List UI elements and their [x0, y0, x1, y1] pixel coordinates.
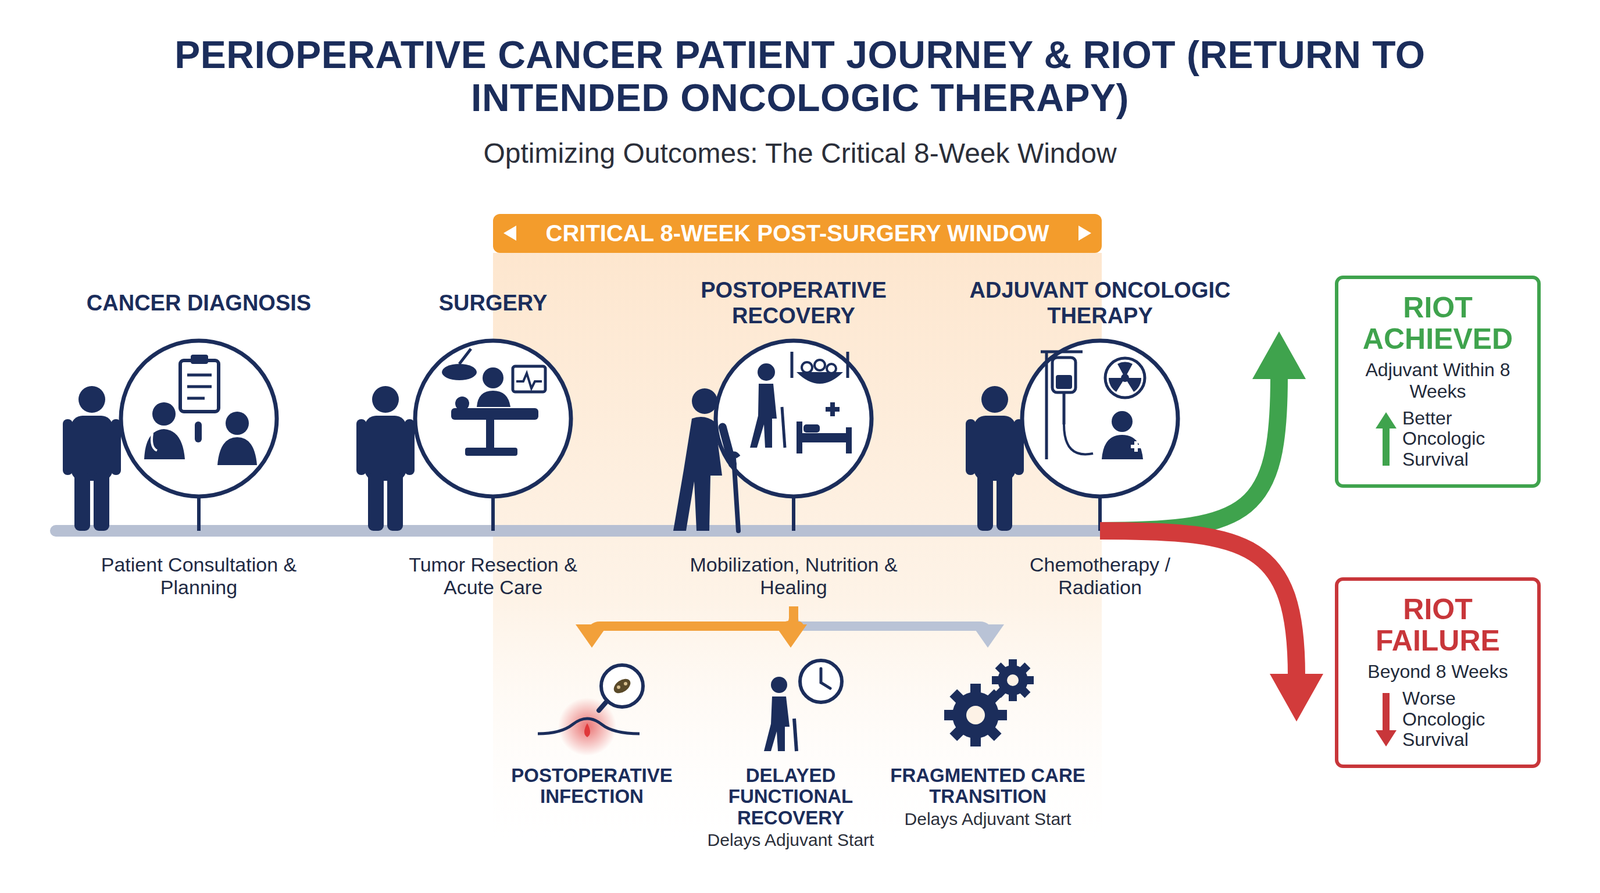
banner-text: CRITICAL 8-WEEK POST-SURGERY WINDOW [545, 220, 1050, 247]
banner-node: CRITICAL 8-WEEK POST-SURGERY WINDOW [493, 213, 1102, 253]
arrow-head [1269, 673, 1324, 722]
stage-sublabel: Chemotherapy / Radiation [989, 553, 1211, 600]
connector [774, 606, 807, 648]
complication-icons [537, 659, 1034, 756]
stage-circle [117, 337, 281, 500]
stems [198, 498, 1100, 531]
stage-icons [144, 348, 1145, 466]
outcome-curve [1100, 530, 1297, 677]
stage-heading: ADJUVANT ONCOLOGIC THERAPY [960, 273, 1240, 334]
banner-arrow [502, 224, 518, 242]
arrow-head [774, 624, 807, 648]
outcome-body: Beyond 8 Weeks [1359, 661, 1517, 683]
stage-sublabel: Patient Consultation & Planning [88, 553, 310, 600]
outcome-effect: Better Oncologic Survival [1402, 408, 1502, 471]
banner-arrow [1077, 224, 1093, 242]
comp-node: POSTOPERATIVE INFECTION [493, 651, 691, 808]
timeline [55, 525, 1100, 537]
arrow-head [1252, 331, 1306, 380]
arrow-head [575, 624, 609, 648]
subtitle: Optimizing Outcomes: The Critical 8-Week… [218, 137, 1382, 170]
stage-node: CANCER DIAGNOSISPatient Consultation & P… [59, 273, 339, 531]
outcome-node: RIOT ACHIEVEDAdjuvant Within 8 WeeksBett… [1334, 275, 1541, 488]
stage-heading: CANCER DIAGNOSIS [59, 273, 339, 334]
arrow-head [1078, 225, 1092, 241]
window-region [493, 252, 1102, 838]
outcome-body: Adjuvant Within 8 Weeks [1359, 359, 1517, 403]
branch-line [793, 606, 988, 635]
arrow-shape [1375, 412, 1397, 466]
outcome-row: Worse Oncologic Survival [1348, 688, 1527, 751]
up-arrow [1374, 411, 1398, 467]
connector [575, 606, 794, 648]
circle-outline [1022, 340, 1178, 497]
circle-outline [415, 340, 571, 497]
complication-heading: FRAGMENTED CARE TRANSITION [888, 765, 1087, 808]
comp-node: FRAGMENTED CARE TRANSITIONDelays Adjuvan… [888, 651, 1087, 830]
arrow-shape [1375, 693, 1397, 747]
circle-outline [120, 340, 277, 497]
complication-note: Delays Adjuvant Start [888, 808, 1087, 830]
arrow-head [971, 624, 1005, 648]
stage-heading: SURGERY [353, 273, 633, 334]
outcome-heading: RIOT ACHIEVED [1348, 291, 1527, 355]
down-arrow [1374, 691, 1398, 748]
outcome-effect: Worse Oncologic Survival [1402, 688, 1502, 751]
stage-sublabel: Tumor Resection & Acute Care [382, 553, 604, 600]
stage-circle [411, 337, 575, 500]
complication-heading: DELAYED FUNCTIONAL RECOVERY [691, 765, 890, 829]
outcome-curve [1100, 376, 1280, 531]
stage-heading: POSTOPERATIVE RECOVERY [654, 273, 934, 334]
outcome-heading: RIOT FAILURE [1348, 593, 1527, 657]
stage-sublabel: Mobilization, Nutrition & Healing [683, 553, 905, 600]
stage-node: ADJUVANT ONCOLOGIC THERAPYChemotherapy /… [960, 273, 1240, 531]
comp-node: DELAYED FUNCTIONAL RECOVERYDelays Adjuva… [691, 651, 890, 851]
stage-circle [1018, 337, 1182, 500]
diagram-title: PERIOPERATIVE CANCER PATIENT JOURNEY & R… [160, 33, 1440, 120]
stage-node: POSTOPERATIVE RECOVERYMobilization, Nutr… [654, 273, 934, 531]
branch-line [591, 606, 794, 635]
connector [793, 606, 1005, 648]
circle-outline [715, 340, 872, 497]
complication-heading: POSTOPERATIVE INFECTION [493, 765, 691, 808]
complication-note: Delays Adjuvant Start [691, 829, 890, 851]
connector [1100, 331, 1306, 531]
arrow-head [503, 225, 517, 241]
stage-node: SURGERYTumor Resection & Acute Care [353, 273, 633, 531]
outcome-row: Better Oncologic Survival [1348, 408, 1527, 471]
stage-circle [712, 337, 875, 500]
outcome-node: RIOT FAILURE Beyond 8 WeeksWorse Oncologi… [1334, 577, 1541, 769]
